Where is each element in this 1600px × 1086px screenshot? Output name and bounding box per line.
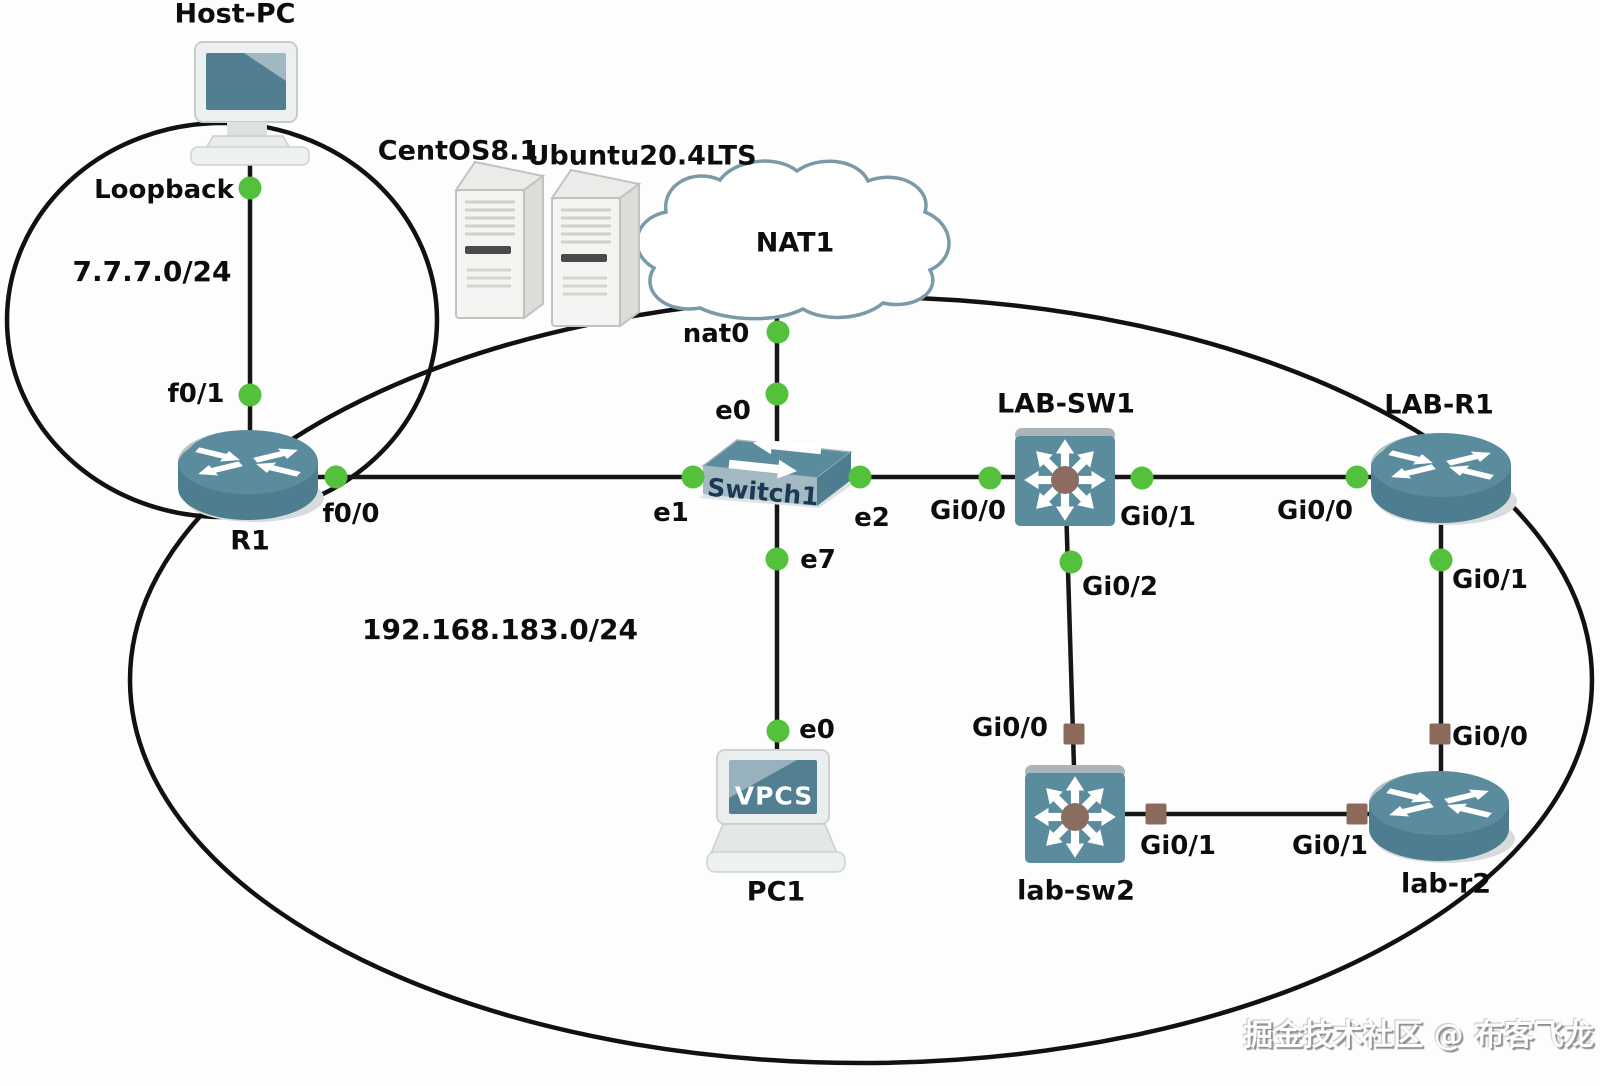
iface-label-switch1-e1: e1 (653, 498, 689, 528)
status-dot-r1-f0-1 (238, 383, 262, 407)
status-dot-switch1-e2 (848, 465, 872, 489)
device-pc1[interactable] (706, 749, 846, 873)
iface-label-labsw1-gi0-0: Gi0/0 (930, 496, 1006, 526)
status-dot-labsw1-gi0-0 (978, 466, 1002, 490)
device-label-lab-r1: LAB-R1 (1384, 389, 1494, 421)
iface-label-switch1-e7: e7 (800, 545, 836, 575)
status-dot-nat0 (766, 320, 790, 344)
device-label-host-pc: Host-PC (174, 0, 296, 30)
device-centos-server[interactable] (454, 160, 545, 320)
watermark-text: 掘金技术社区 @ 布客飞龙 (1243, 1018, 1594, 1053)
iface-label-labsw2-gi0-0: Gi0/0 (972, 713, 1048, 743)
status-dot-loopback (238, 176, 262, 200)
status-squares-down (1063, 723, 1451, 825)
status-square-labr2-gi0-1 (1346, 803, 1368, 825)
status-square-labsw2-gi0-0 (1063, 723, 1085, 745)
iface-label-switch1-e0: e0 (715, 396, 751, 426)
device-lab-r1[interactable] (1371, 433, 1517, 525)
iface-label-labr1-gi0-1: Gi0/1 (1452, 565, 1528, 595)
pc1-screen-text: VPCS (734, 781, 814, 811)
device-label-pc1: PC1 (746, 876, 806, 908)
status-dot-labsw1-gi0-1 (1130, 466, 1154, 490)
status-dot-pc1-e0 (766, 719, 790, 743)
iface-label-switch1-e2: e2 (854, 503, 890, 533)
status-dot-labsw1-gi0-2 (1059, 550, 1083, 574)
status-dot-switch1-e1 (681, 465, 705, 489)
device-switch1[interactable] (699, 433, 853, 508)
status-square-labr2-gi0-0 (1429, 723, 1451, 745)
status-dot-switch1-e0 (765, 382, 789, 406)
iface-label-labsw2-gi0-1: Gi0/1 (1140, 831, 1216, 861)
iface-label-r1-f0-0: f0/0 (322, 499, 380, 529)
device-label-ubuntu: Ubuntu20.4LTS (527, 140, 757, 172)
status-square-labsw2-gi0-1 (1145, 803, 1167, 825)
iface-label-nat0: nat0 (682, 319, 750, 349)
lan-ellipse-192-168-183 (127, 294, 1595, 1066)
device-label-r1: R1 (230, 525, 270, 557)
device-host-pc[interactable] (190, 41, 310, 166)
status-dot-labr1-gi0-1 (1429, 548, 1453, 572)
link-labsw1-labsw2[interactable] (1063, 504, 1078, 801)
device-ubuntu-server[interactable] (550, 168, 641, 328)
iface-label-labr1-gi0-0: Gi0/0 (1277, 496, 1353, 526)
iface-label-pc1-e0: e0 (799, 715, 835, 745)
iface-label-labr2-gi0-1: Gi0/1 (1292, 831, 1368, 861)
status-dot-switch1-e7 (765, 547, 789, 571)
cloud-icon[interactable] (635, 159, 951, 321)
device-lab-r2[interactable] (1369, 771, 1515, 863)
iface-label-labsw1-gi0-2: Gi0/2 (1082, 572, 1158, 602)
network-label-loopback: 7.7.7.0/24 (72, 255, 232, 288)
device-label-centos: CentOS8.1 (377, 135, 539, 167)
status-dot-labr1-gi0-0 (1345, 465, 1369, 489)
device-r1[interactable] (178, 430, 324, 522)
iface-label-loopback: Loopback (94, 175, 234, 205)
network-label-lan: 192.168.183.0/24 (362, 613, 638, 646)
device-lab-sw1[interactable] (1015, 428, 1115, 526)
iface-label-labr2-gi0-0: Gi0/0 (1452, 722, 1528, 752)
device-label-lab-r2: lab-r2 (1400, 868, 1492, 900)
iface-label-labsw1-gi0-1: Gi0/1 (1120, 502, 1196, 532)
iface-label-r1-f0-1: f0/1 (167, 379, 225, 409)
status-dots-up (238, 176, 1453, 743)
device-label-lab-sw2: lab-sw2 (1017, 875, 1135, 907)
status-dot-r1-f0-0 (324, 465, 348, 489)
device-label-lab-sw1: LAB-SW1 (997, 388, 1135, 420)
device-label-nat1: NAT1 (755, 227, 835, 259)
device-lab-sw2[interactable] (1025, 765, 1125, 863)
